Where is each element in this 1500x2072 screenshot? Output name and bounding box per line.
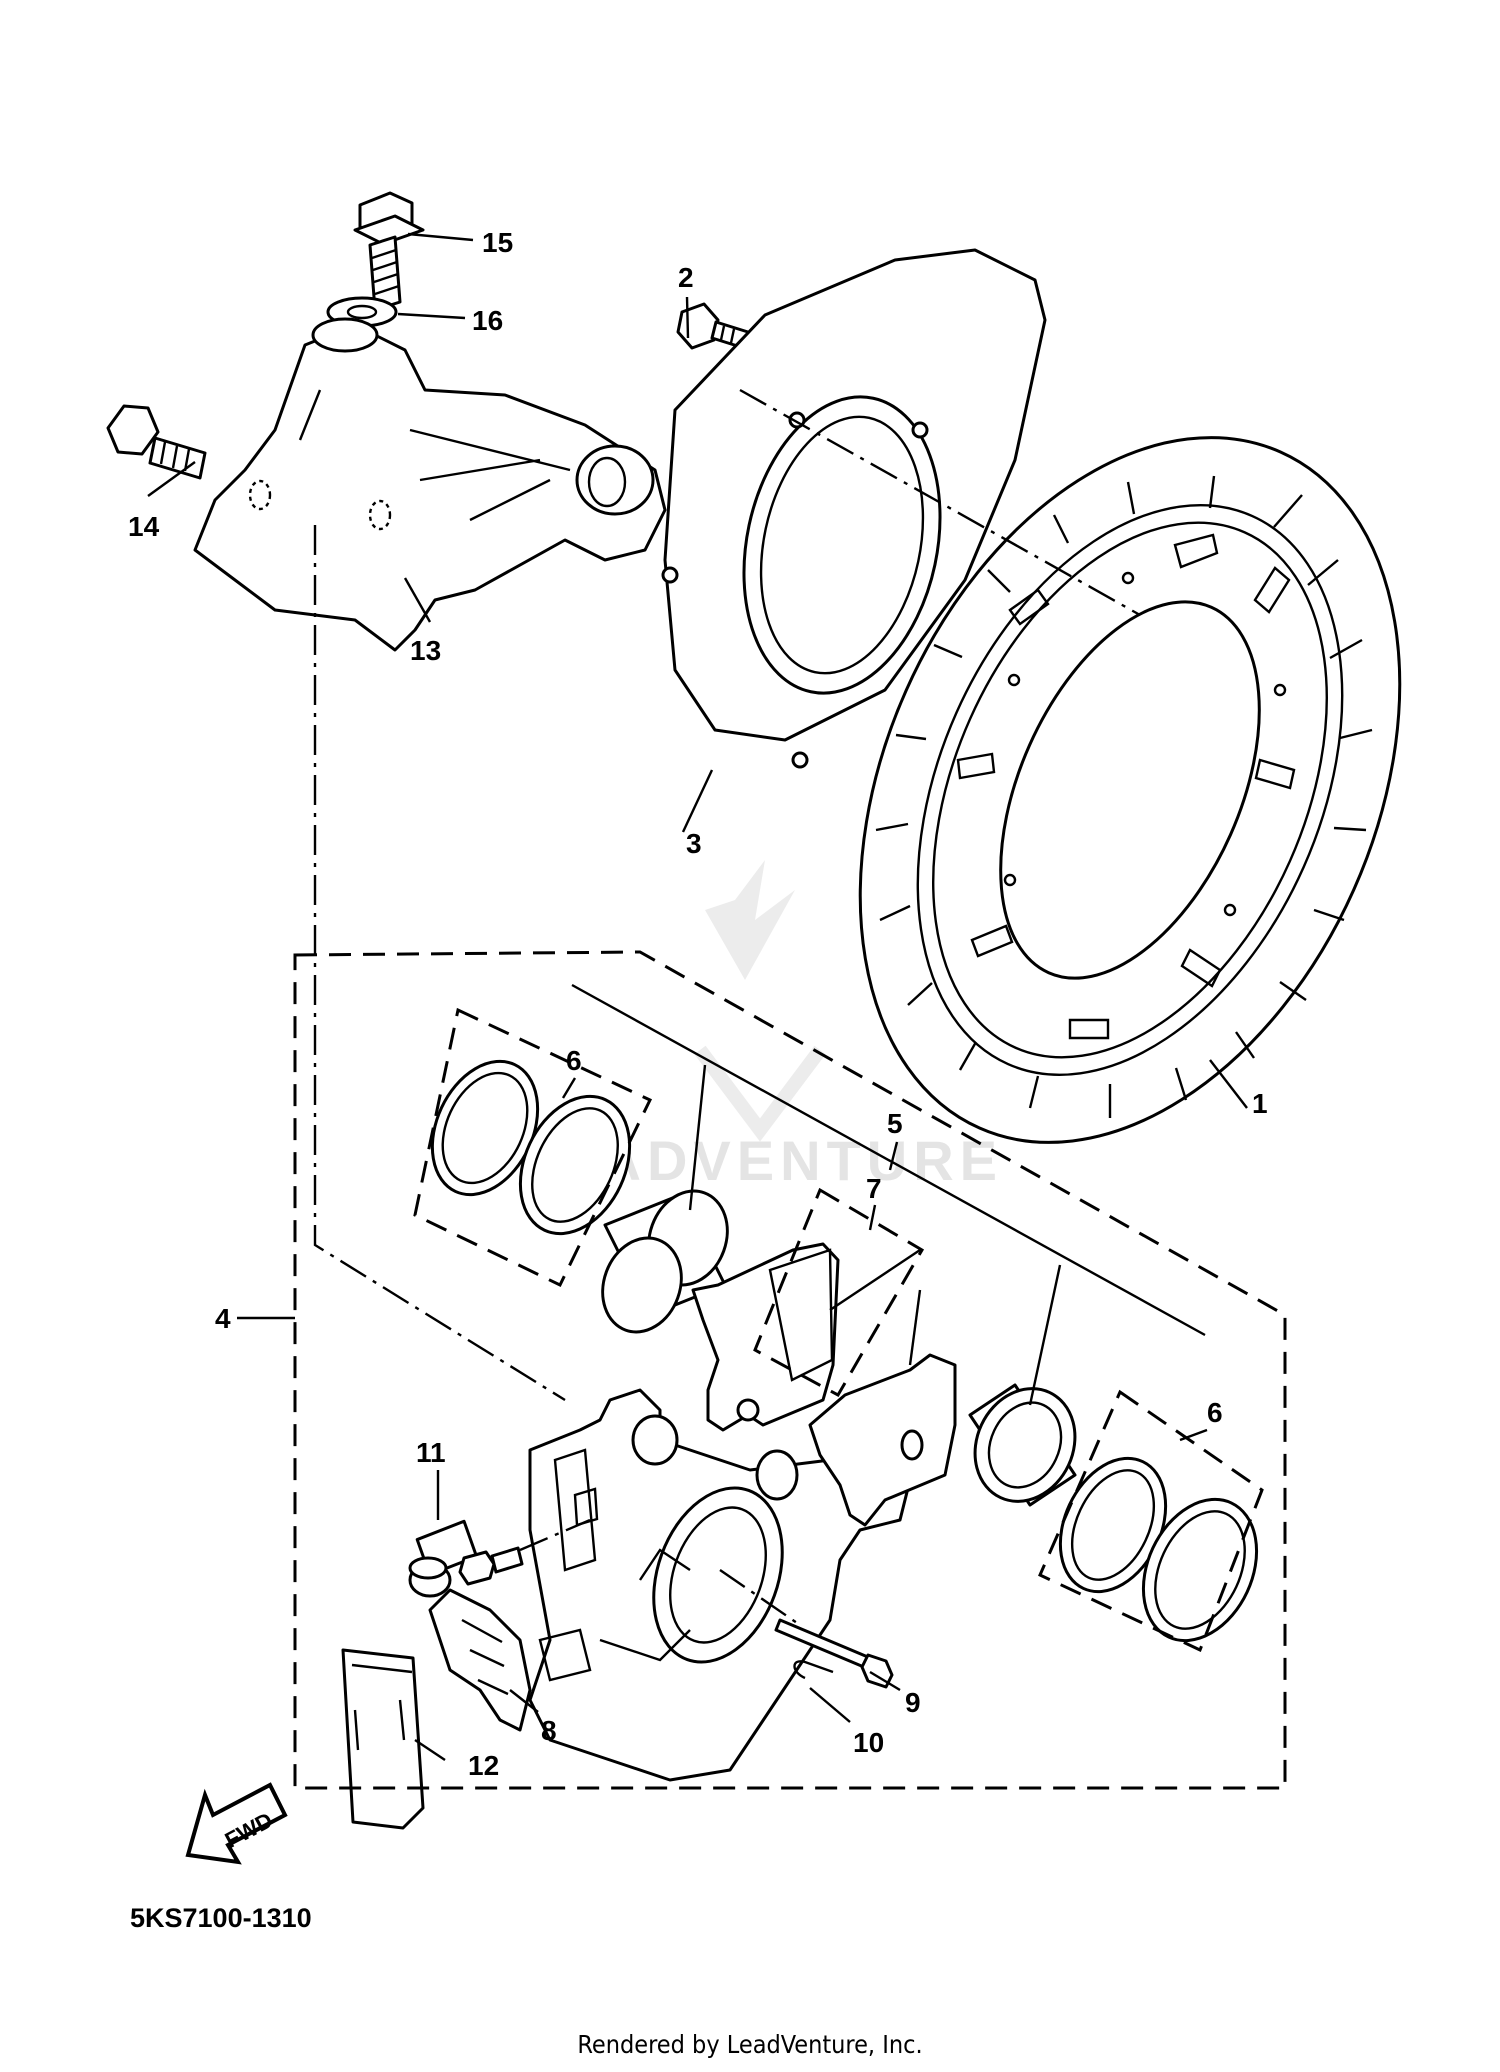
part-7-pad-lower-icon (808, 1353, 957, 1527)
part-10-clip-icon (793, 1660, 834, 1680)
callout-5: 5 (887, 1108, 903, 1139)
axis-line-bracket (313, 525, 566, 1402)
callout-14: 14 (128, 511, 160, 542)
seal-kit-left-boundary (413, 1007, 653, 1288)
fwd-label: FWD (221, 1807, 277, 1853)
part-5-piston-right-icon (968, 1383, 1077, 1507)
part-3-cover-icon (661, 248, 1047, 769)
callout-9: 9 (905, 1687, 921, 1718)
assembly-4-boundary (293, 950, 1287, 1790)
part-8-pad-spring-icon (428, 1588, 532, 1732)
callout-1: 1 (1252, 1088, 1268, 1119)
callout-15: 15 (482, 227, 513, 258)
part-12-plate-icon (341, 1648, 425, 1830)
callout-6-left: 6 (566, 1045, 582, 1076)
part-14-bolt-icon (106, 404, 207, 480)
part-5-piston-left-icon (601, 1189, 729, 1334)
part-11-bleed-screw-icon (408, 1519, 524, 1598)
seal-kit-right-boundary (1038, 1389, 1264, 1653)
part-7-pad-upper-icon (691, 1242, 840, 1432)
callout-16: 16 (472, 305, 503, 336)
callout-6-right: 6 (1207, 1397, 1223, 1428)
part-9-pad-pin-icon (774, 1618, 894, 1689)
callout-3: 3 (686, 828, 702, 859)
callout-8: 8 (541, 1715, 557, 1746)
axis-line-disc (739, 388, 1141, 617)
callout-13: 13 (410, 635, 441, 666)
callout-4: 4 (215, 1303, 231, 1334)
part-15-bolt-icon (353, 191, 425, 312)
axis-line-bleed (519, 1518, 591, 1552)
pad-kit-boundary (753, 1187, 925, 1398)
callout-11: 11 (416, 1437, 446, 1468)
axis-line-pin (719, 1569, 801, 1626)
footer-credit: Rendered by LeadVenture, Inc. (577, 2030, 922, 2059)
diagram-code: 5KS7100-1310 (130, 1903, 312, 1933)
part-4-caliper-icon (528, 1388, 912, 1782)
fwd-arrow-icon: FWD (185, 1782, 288, 1865)
part-1-brake-disc-icon (858, 436, 1402, 1144)
callout-2: 2 (678, 262, 694, 293)
part-13-bracket-icon (193, 317, 667, 652)
leader-lines (147, 232, 1248, 1761)
callout-10: 10 (853, 1727, 884, 1758)
callouts: 1 2 3 4 5 6 6 7 8 9 10 11 12 13 14 15 16 (128, 227, 1268, 1781)
callout-12: 12 (468, 1750, 499, 1781)
part-6-seals-right-icon (1058, 1456, 1259, 1643)
callout-7: 7 (866, 1173, 882, 1204)
